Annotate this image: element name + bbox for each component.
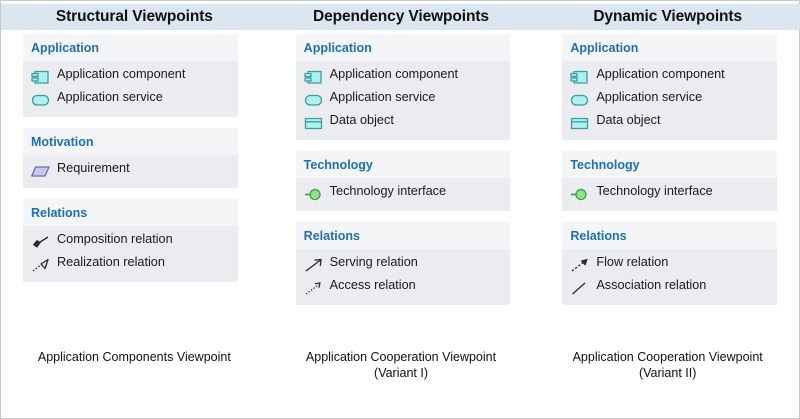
caption-line-1: Application Cooperation Viewpoint (572, 350, 763, 364)
section-items: Application component Application servic… (23, 61, 238, 117)
legend-item-label: Technology interface (329, 184, 447, 198)
association-relation-icon (570, 279, 594, 297)
section-title-technology: Technology (562, 151, 778, 178)
realization-relation-icon (31, 256, 55, 274)
section-items: Serving relation Access relation (295, 249, 511, 305)
section-items: Technology interface (562, 178, 778, 211)
application-component-icon (570, 68, 594, 86)
legend-column-dependency: Application Application component Applic… (268, 34, 535, 344)
section-spacer (295, 140, 511, 151)
caption-line-2: (Variant II) (638, 366, 697, 380)
section-title-technology: Technology (295, 151, 511, 178)
viewpoint-header-band: Structural Viewpoints Dependency Viewpoi… (1, 4, 800, 30)
legend-item-label: Application service (57, 90, 163, 104)
section-title-relations: Relations (562, 222, 778, 249)
section-items: Composition relation Realization relatio… (23, 226, 238, 282)
legend-item-label: Application service (596, 90, 703, 104)
legend-panel: Application Application component Applic… (562, 34, 778, 305)
legend-item-label: Application component (596, 67, 725, 81)
section-items: Requirement (23, 155, 238, 188)
serving-relation-icon (304, 256, 328, 274)
column-title-dependency: Dependency Viewpoints (313, 8, 489, 25)
legend-item-label: Composition relation (57, 232, 173, 246)
caption-structural: Application Components Viewpoint (1, 349, 268, 381)
application-component-icon (304, 68, 328, 86)
legend-item-label: Association relation (596, 278, 707, 292)
legend-item-label: Application component (329, 67, 459, 81)
caption-dependency: Application Cooperation Viewpoint (Varia… (268, 349, 535, 381)
legend-item[interactable]: Requirement (23, 159, 238, 182)
legend-item[interactable]: Technology interface (296, 182, 511, 205)
legend-item-label: Serving relation (329, 255, 418, 269)
legend-item[interactable]: Data object (296, 111, 511, 134)
section-items: Technology interface (295, 178, 511, 211)
application-service-icon (570, 91, 594, 109)
caption-dynamic: Application Cooperation Viewpoint (Varia… (534, 349, 800, 381)
legend-item-label: Application component (57, 67, 186, 81)
legend-item[interactable]: Access relation (296, 276, 511, 299)
access-relation-icon (304, 279, 328, 297)
legend-item[interactable]: Serving relation (296, 253, 511, 276)
legend-item-label: Realization relation (57, 255, 165, 269)
data-object-icon (570, 114, 594, 132)
legend-columns: Application Application component Applic… (1, 34, 800, 344)
section-spacer (295, 211, 511, 222)
legend-item[interactable]: Realization relation (23, 253, 238, 276)
data-object-icon (304, 114, 328, 132)
legend-item[interactable]: Composition relation (23, 230, 238, 253)
composition-relation-icon (31, 233, 55, 251)
section-title-relations: Relations (23, 199, 238, 226)
application-component-icon (31, 68, 55, 86)
section-items: Application component Application servic… (295, 61, 511, 140)
section-title-relations: Relations (295, 222, 511, 249)
section-spacer (23, 117, 238, 128)
legend-column-dynamic: Application Application component Applic… (534, 34, 800, 344)
technology-interface-icon (304, 185, 328, 203)
legend-item[interactable]: Association relation (562, 276, 777, 299)
legend-item-label: Access relation (329, 278, 416, 292)
legend-item[interactable]: Application service (562, 88, 777, 111)
caption-line-1: Application Cooperation Viewpoint (305, 350, 497, 364)
legend-panel: Application Application component Applic… (295, 34, 511, 305)
flow-relation-icon (570, 256, 594, 274)
section-title-application: Application (562, 34, 778, 61)
application-service-icon (304, 91, 328, 109)
section-title-application: Application (23, 34, 238, 61)
legend-item[interactable]: Application service (296, 88, 511, 111)
application-service-icon (31, 91, 55, 109)
column-captions: Application Components Viewpoint Applica… (1, 349, 800, 381)
column-title-dynamic: Dynamic Viewpoints (593, 8, 742, 25)
caption-line-1: Application Components Viewpoint (37, 350, 231, 364)
legend-item[interactable]: Application component (562, 65, 777, 88)
column-title-structural: Structural Viewpoints (55, 8, 213, 25)
section-items: Flow relation Association relation (562, 249, 778, 305)
technology-interface-icon (570, 185, 594, 203)
legend-item-label: Data object (329, 113, 394, 127)
legend-item[interactable]: Data object (562, 111, 777, 134)
section-spacer (562, 140, 778, 151)
caption-line-2: (Variant I) (374, 366, 428, 380)
legend-column-structural: Application Application component Applic… (1, 34, 268, 344)
requirement-icon (31, 162, 55, 180)
legend-item-label: Flow relation (596, 255, 669, 269)
legend-item-label: Technology interface (596, 184, 713, 198)
section-title-application: Application (295, 34, 511, 61)
legend-item-label: Data object (596, 113, 661, 127)
legend-item[interactable]: Technology interface (562, 182, 777, 205)
legend-item[interactable]: Application component (23, 65, 238, 88)
legend-item-label: Application service (329, 90, 436, 104)
section-title-motivation: Motivation (23, 128, 238, 155)
legend-item[interactable]: Application component (296, 65, 511, 88)
section-items: Application component Application servic… (562, 61, 778, 140)
section-spacer (23, 188, 238, 199)
section-spacer (562, 211, 778, 222)
legend-panel: Application Application component Applic… (23, 34, 238, 282)
legend-item[interactable]: Application service (23, 88, 238, 111)
legend-item[interactable]: Flow relation (562, 253, 777, 276)
legend-item-label: Requirement (57, 161, 130, 175)
